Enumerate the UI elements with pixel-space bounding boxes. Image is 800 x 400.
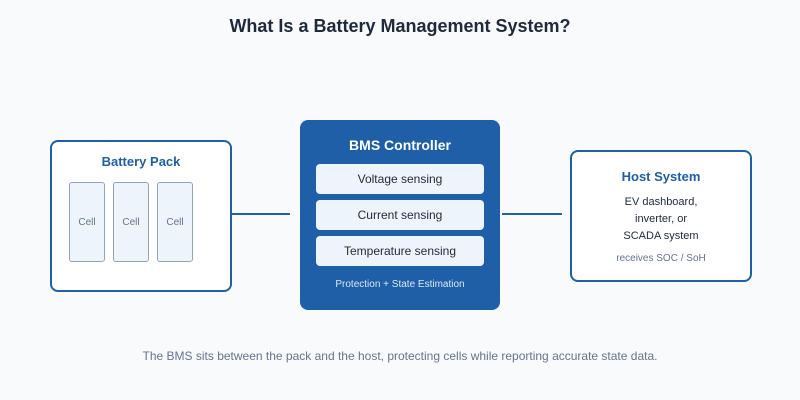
host-system-box: Host System EV dashboard, inverter, or S… [570,150,752,282]
host-system-title: Host System [621,169,701,184]
battery-cell: Cell [157,182,193,262]
current-sensing-item: Current sensing [316,200,484,230]
battery-pack-box: Battery Pack Cell Cell Cell [50,140,232,292]
host-description-line: SCADA system [623,230,699,242]
host-description-line: inverter, or [635,213,687,225]
diagram-title: What Is a Battery Management System? [229,16,571,36]
host-note: receives SOC / SoH [616,253,706,264]
diagram-caption: The BMS sits between the pack and the ho… [142,349,658,363]
host-description-line: EV dashboard, [624,196,698,208]
pack-to-bms-connector [230,213,290,215]
voltage-sensing-item: Voltage sensing [316,164,484,194]
bms-controller-title: BMS Controller [349,137,451,153]
bms-controller-box: BMS Controller Voltage sensing Current s… [300,120,500,310]
battery-cell: Cell [69,182,105,262]
bms-footer-label: Protection + State Estimation [335,279,465,290]
temperature-sensing-item: Temperature sensing [316,236,484,266]
bms-to-host-connector [502,213,562,215]
battery-cell: Cell [113,182,149,262]
battery-pack-title: Battery Pack [101,154,181,169]
